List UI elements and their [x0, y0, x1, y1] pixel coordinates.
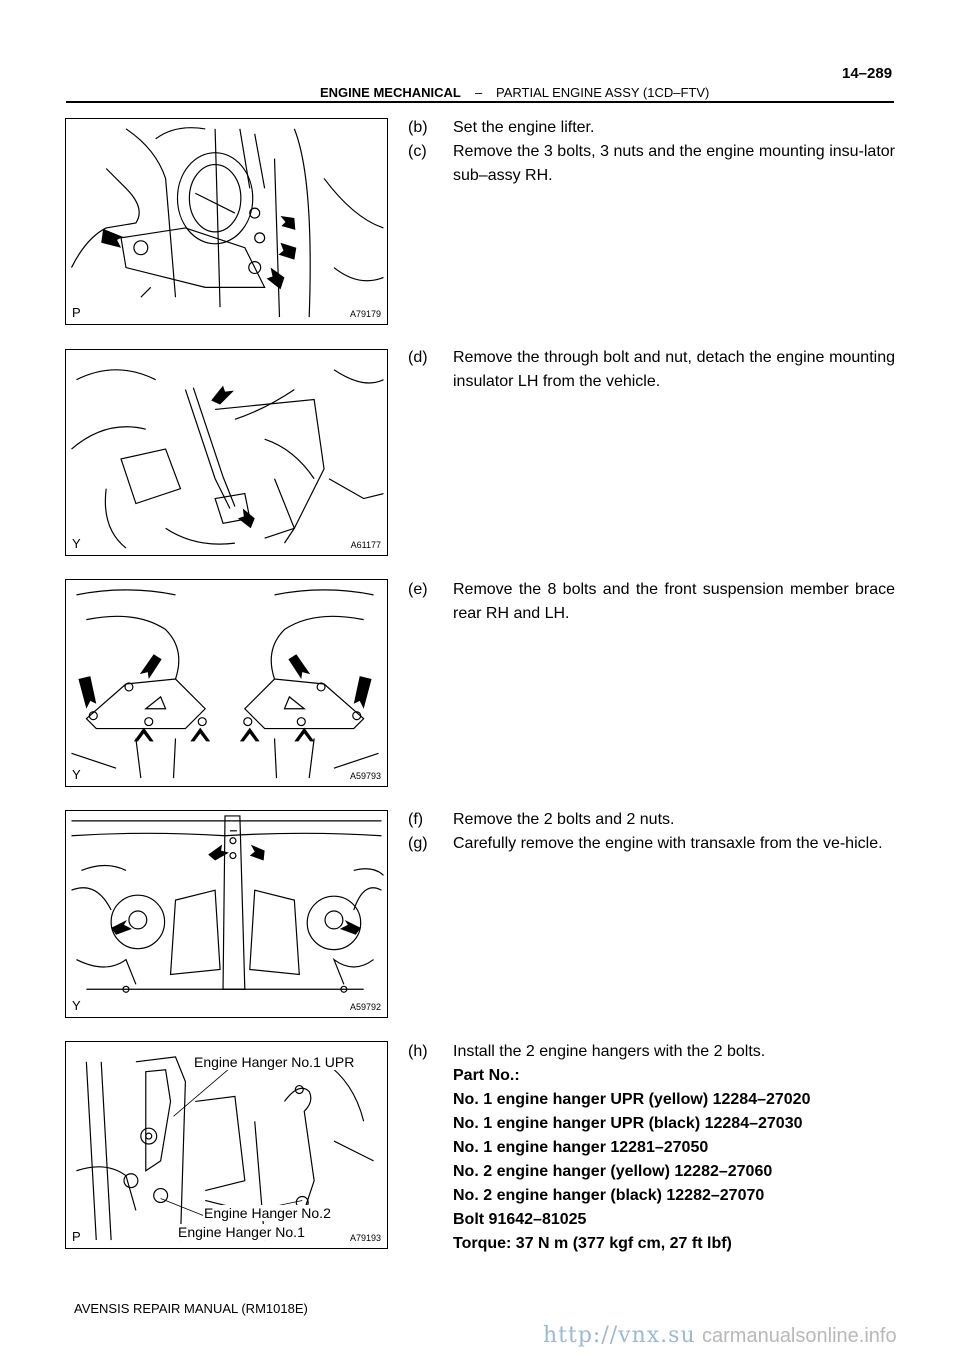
figure-view-letter: Y	[72, 767, 81, 782]
spec-torque: Torque: 37 N m (377 kgf cm, 27 ft lbf)	[453, 1235, 732, 1252]
figure-view-letter: P	[72, 1229, 81, 1244]
figure-engine-mount-rh: P A79179	[65, 118, 388, 325]
step-text: Remove the 8 bolts and the front suspens…	[453, 581, 895, 622]
callout-engine-hanger-no1: Engine Hanger No.1	[177, 1224, 306, 1240]
arrow-icons	[211, 385, 255, 529]
suspension-braces-illustration	[71, 589, 379, 779]
step-label: (h)	[408, 1043, 428, 1060]
step-label: (c)	[408, 143, 427, 160]
figure-view-letter: Y	[72, 536, 81, 551]
figure-engine-mount-lh: Y A61177	[65, 349, 388, 556]
spec-line: No. 1 engine hanger UPR (black) 12284–27…	[453, 1115, 803, 1132]
step-label: (e)	[408, 581, 428, 598]
figure-view-letter: P	[72, 305, 81, 320]
engine-removal-illustration	[71, 815, 384, 993]
engine-mount-lh-illustration	[71, 369, 384, 549]
arrow-icons	[111, 844, 361, 935]
arrow-icons	[78, 654, 372, 774]
step-text: Remove the 3 bolts, 3 nuts and the engin…	[453, 143, 895, 184]
spec-line: No. 1 engine hanger 12281–27050	[453, 1139, 709, 1156]
step-text: Carefully remove the engine with transax…	[453, 835, 883, 852]
spec-line: No. 2 engine hanger (black) 12282–27070	[453, 1187, 765, 1204]
header-section: ENGINE MECHANICAL	[320, 85, 461, 100]
header-dash: –	[475, 85, 483, 100]
spec-line: No. 2 engine hanger (yellow) 12282–27060	[453, 1163, 773, 1180]
step-label: (f)	[408, 811, 424, 828]
figure-code: A79179	[349, 309, 381, 319]
step-text: Install the 2 engine hangers with the 2 …	[453, 1043, 766, 1060]
figure-code: A79193	[349, 1233, 381, 1243]
page-number: 14–289	[842, 65, 893, 82]
spec-line: Bolt 91642–81025	[453, 1211, 587, 1228]
step-text: Set the engine lifter.	[453, 119, 595, 136]
step-label: (g)	[408, 835, 428, 852]
spec-heading: Part No.:	[453, 1067, 520, 1084]
callout-engine-hanger-no2: Engine Hanger No.2	[203, 1205, 332, 1221]
figure-engine-removal: Y A59792	[65, 810, 388, 1018]
figure-code: A59793	[349, 771, 381, 781]
watermark-link[interactable]: http://vnx.su	[543, 1323, 696, 1348]
step-label: (b)	[408, 119, 428, 136]
step-label: (d)	[408, 349, 428, 366]
figure-engine-hangers: Engine Hanger No.1 UPR Engine Hanger No.…	[65, 1041, 388, 1249]
arrow-icons	[101, 216, 297, 290]
footer-manual-title: AVENSIS REPAIR MANUAL (RM1018E)	[74, 1301, 308, 1316]
header-title: PARTIAL ENGINE ASSY (1CD–FTV)	[496, 85, 710, 100]
step-text: Remove the through bolt and nut, detach …	[453, 349, 895, 390]
figure-suspension-braces: Y A59793	[65, 579, 388, 787]
engine-mount-rh-illustration	[70, 127, 384, 318]
spec-line: No. 1 engine hanger UPR (yellow) 12284–2…	[453, 1091, 811, 1108]
header-rule	[66, 101, 894, 103]
figure-code: A59792	[349, 1002, 381, 1012]
brand-watermark: carmanualsonline.info	[702, 1325, 897, 1347]
step-text: Remove the 2 bolts and 2 nuts.	[453, 811, 675, 828]
engine-hangers-illustration	[76, 1056, 374, 1241]
callout-engine-hanger-no1-upr: Engine Hanger No.1 UPR	[193, 1054, 356, 1070]
figure-view-letter: Y	[72, 998, 81, 1013]
figure-code: A61177	[350, 540, 381, 550]
